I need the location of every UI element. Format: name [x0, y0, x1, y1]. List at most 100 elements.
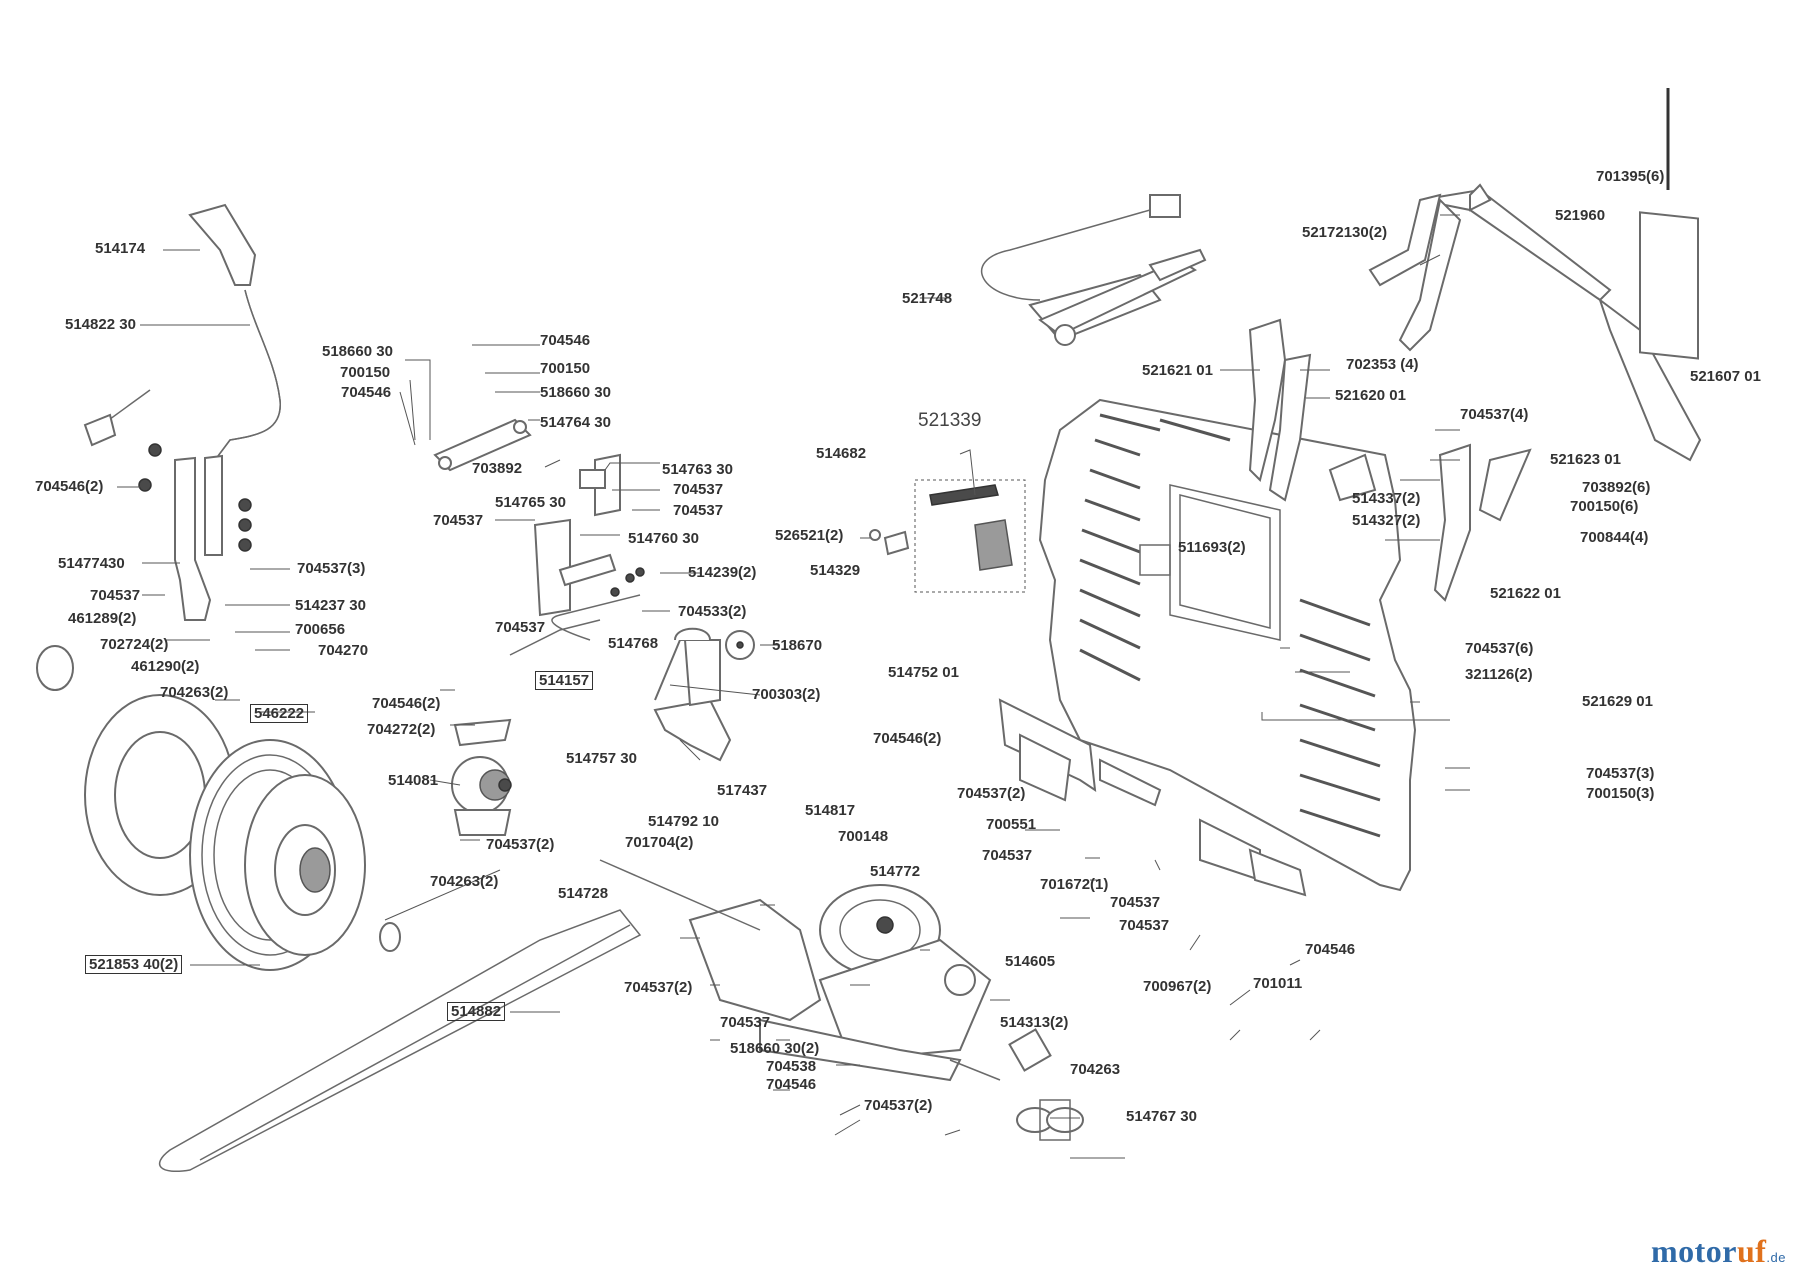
- group-label: 521339: [918, 410, 982, 431]
- part-label: 704263(2): [160, 684, 229, 701]
- shift-cable: [83, 389, 641, 656]
- part-label: 514728: [558, 885, 609, 902]
- part-label: 700844(4): [1580, 529, 1649, 546]
- part-label: 521748: [902, 290, 953, 307]
- part-label: 518660 30: [322, 343, 393, 360]
- seat-frame: [1368, 88, 1702, 462]
- part-label: 521622 01: [1490, 585, 1561, 602]
- part-label: 514327(2): [1352, 512, 1421, 529]
- part-label: 514764 30: [540, 414, 611, 431]
- part-label: 704537: [495, 619, 546, 636]
- part-label: 704537: [673, 502, 724, 519]
- part-label: 521623 01: [1550, 451, 1621, 468]
- part-label: 704263(2): [430, 873, 499, 890]
- part-label: 518660 30: [540, 384, 611, 401]
- part-label: 702724(2): [100, 636, 169, 653]
- leader-lines: [117, 214, 1470, 1159]
- rear-frame-plate: [1038, 398, 1417, 892]
- part-label: 521620 01: [1335, 387, 1406, 404]
- part-label: 514792 10: [648, 813, 719, 830]
- part-label: 514767 30: [1126, 1108, 1197, 1125]
- boxed-part-label: 514157: [535, 671, 594, 690]
- part-label: 514174: [95, 240, 146, 257]
- part-label: 514682: [816, 445, 867, 462]
- part-label: 514329: [810, 562, 861, 579]
- part-label: 702353 (4): [1346, 356, 1419, 373]
- part-label: 704537: [1110, 894, 1161, 911]
- part-label: 52172130(2): [1302, 224, 1388, 241]
- pivot-brackets: [1248, 318, 1532, 602]
- part-label: 518670: [772, 637, 823, 654]
- part-label: 704537(2): [486, 836, 555, 853]
- part-label: 704537(2): [864, 1097, 933, 1114]
- part-label: 514817: [805, 802, 856, 819]
- part-label: 704537(2): [624, 979, 693, 996]
- part-label: 703892: [472, 460, 523, 477]
- part-label: 514765 30: [495, 494, 566, 511]
- part-label: 704546(2): [35, 478, 104, 495]
- part-label: 700150(6): [1570, 498, 1639, 515]
- part-label: 461290(2): [131, 658, 200, 675]
- part-label: 700150(3): [1586, 785, 1655, 802]
- part-label: 704270: [318, 642, 369, 659]
- axle-brackets: [998, 698, 1307, 897]
- part-label: 461289(2): [68, 610, 137, 627]
- part-label: 514768: [608, 635, 659, 652]
- part-label: 701395(6): [1596, 168, 1665, 185]
- part-label: 704537: [673, 481, 724, 498]
- boxed-part-label: 546222: [250, 704, 309, 723]
- part-label: 514752 01: [888, 664, 959, 681]
- part-label: 514760 30: [628, 530, 699, 547]
- part-label: 704537: [433, 512, 484, 529]
- gear-lever: [138, 203, 281, 621]
- part-label: 518660 30(2): [730, 1040, 820, 1057]
- part-label: 704538: [766, 1058, 817, 1075]
- part-label: 700551: [986, 816, 1037, 833]
- part-label: 704546: [1305, 941, 1356, 958]
- part-label: 511693(2): [1178, 539, 1246, 556]
- part-label: 514757 30: [566, 750, 637, 767]
- part-label: 704537: [90, 587, 141, 604]
- part-label: 321126(2): [1465, 666, 1533, 683]
- part-label: 704537(3): [1586, 765, 1655, 782]
- drive-belt: [158, 909, 642, 1172]
- part-label: 704537(6): [1465, 640, 1534, 657]
- part-label: 514605: [1005, 953, 1056, 970]
- part-label: 526521(2): [775, 527, 844, 544]
- switch-group: [869, 479, 1026, 593]
- part-label: 514081: [388, 772, 439, 789]
- part-label: 521607 01: [1690, 368, 1761, 385]
- part-label: 704546(2): [873, 730, 942, 747]
- part-label: 700967(2): [1143, 978, 1212, 995]
- part-label: 700150: [340, 364, 391, 381]
- boxed-part-label: 514882: [447, 1002, 506, 1021]
- part-label: 514237 30: [295, 597, 366, 614]
- part-label: 514763 30: [662, 461, 733, 478]
- part-label: 704546: [766, 1076, 817, 1093]
- part-label: 700656: [295, 621, 346, 638]
- pedal-bracket: [653, 627, 755, 762]
- part-label: 521621 01: [1142, 362, 1213, 379]
- transaxle: [599, 859, 1084, 1141]
- part-label: 704537: [1119, 917, 1170, 934]
- part-label: 700303(2): [752, 686, 821, 703]
- actuator: [980, 194, 1207, 346]
- part-label: 700148: [838, 828, 889, 845]
- part-label: 704537: [720, 1014, 771, 1031]
- part-label: 701672(1): [1040, 876, 1109, 893]
- part-label: 703892(6): [1582, 479, 1651, 496]
- part-label: 514772: [870, 863, 921, 880]
- part-label: 704537: [982, 847, 1033, 864]
- part-label: 704546: [341, 384, 392, 401]
- watermark-logo: motoruf.de: [1650, 1233, 1786, 1269]
- part-label: 704537(4): [1460, 406, 1529, 423]
- boxed-part-label: 521853 40(2): [85, 955, 183, 974]
- part-label: 514239(2): [688, 564, 757, 581]
- part-label: 514337(2): [1352, 490, 1421, 507]
- part-label: 704533(2): [678, 603, 747, 620]
- part-label: 700150: [540, 360, 591, 377]
- part-label: 51477430: [58, 555, 125, 572]
- part-label: 704537(2): [957, 785, 1026, 802]
- part-label: 704272(2): [367, 721, 436, 738]
